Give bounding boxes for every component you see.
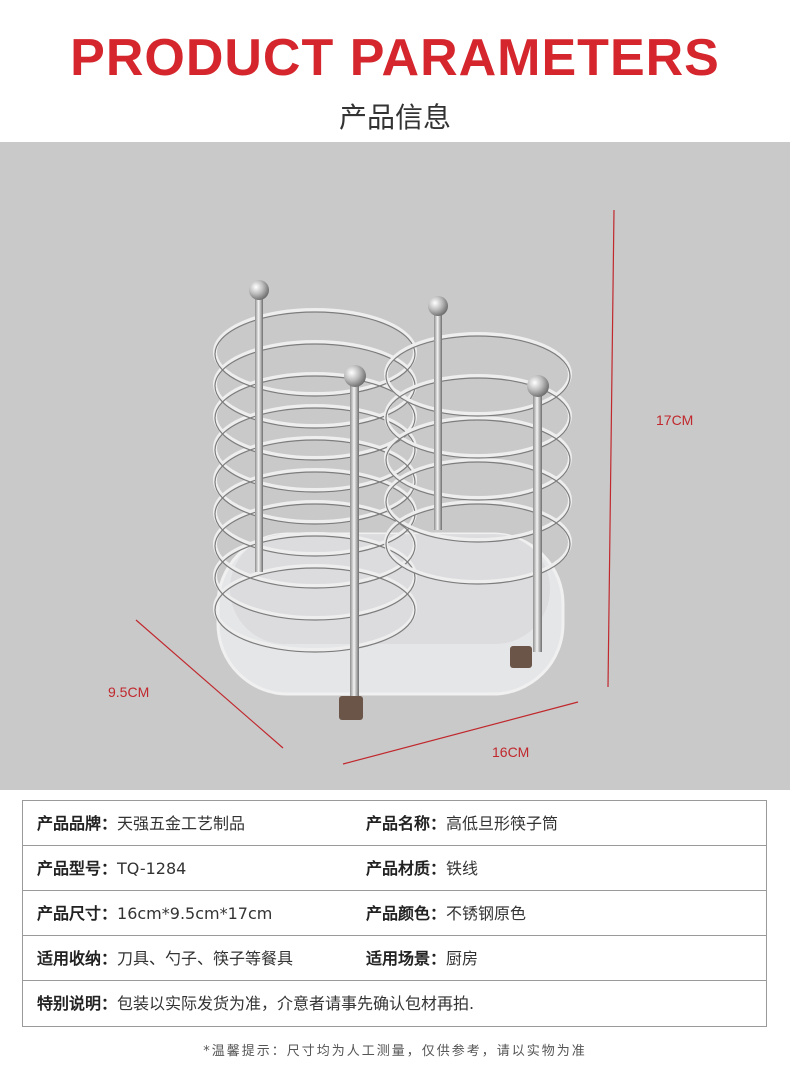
param-key: 产品型号： (37, 859, 118, 878)
param-key: 产品品牌： (37, 814, 118, 833)
param-key: 产品名称： (366, 814, 447, 833)
param-value: 厨房 (446, 949, 479, 968)
product-photo: 17CM 9.5CM 16CM (0, 142, 790, 790)
height-dimension-label: 17CM (656, 412, 694, 428)
table-row: 产品品牌：天强五金工艺制品 产品名称：高低旦形筷子筒 (23, 801, 766, 846)
param-key: 产品尺寸： (37, 904, 118, 923)
footer-note: *温馨提示：尺寸均为人工测量，仅供参考，请以实物为准 (203, 1044, 587, 1059)
param-value: 16cm*9.5cm*17cm (117, 904, 273, 923)
param-key: 适用收纳： (37, 949, 118, 968)
param-special-note: 特别说明：包装以实际发货为准，介意者请事先确认包材再拍. (37, 981, 474, 1026)
param-value: 天强五金工艺制品 (117, 814, 246, 833)
param-storage: 适用收纳：刀具、勺子、筷子等餐具 (37, 936, 293, 981)
depth-dimension-line (135, 619, 284, 749)
param-value: 包装以实际发货为准，介意者请事先确认包材再拍. (117, 994, 475, 1013)
param-value: TQ-1284 (117, 859, 187, 878)
param-color: 产品颜色：不锈钢原色 (366, 891, 526, 936)
param-brand: 产品品牌：天强五金工艺制品 (37, 801, 245, 846)
param-material: 产品材质：铁线 (366, 846, 478, 891)
param-key: 适用场景： (366, 949, 447, 968)
table-row: 特别说明：包装以实际发货为准，介意者请事先确认包材再拍. (23, 981, 766, 1026)
page-title-en: PRODUCT PARAMETERS (70, 29, 720, 87)
param-value: 不锈钢原色 (446, 904, 527, 923)
height-dimension-line (607, 209, 615, 688)
param-key: 产品材质： (366, 859, 447, 878)
product-params-table: 产品品牌：天强五金工艺制品 产品名称：高低旦形筷子筒 产品型号：TQ-1284 … (22, 800, 767, 1027)
width-dimension-line (342, 701, 579, 765)
page-title-cn: 产品信息 (338, 101, 451, 134)
width-dimension-label: 16CM (492, 744, 530, 760)
param-scene: 适用场景：厨房 (366, 936, 478, 981)
param-key: 产品颜色： (366, 904, 447, 923)
param-size: 产品尺寸：16cm*9.5cm*17cm (37, 891, 272, 936)
cutlery-holder-photo-icon (135, 209, 615, 765)
table-row: 产品型号：TQ-1284 产品材质：铁线 (23, 846, 766, 891)
depth-dimension-label: 9.5CM (108, 684, 150, 700)
table-row: 适用收纳：刀具、勺子、筷子等餐具 适用场景：厨房 (23, 936, 766, 981)
param-value: 高低旦形筷子筒 (446, 814, 559, 833)
table-row: 产品尺寸：16cm*9.5cm*17cm 产品颜色：不锈钢原色 (23, 891, 766, 936)
param-model: 产品型号：TQ-1284 (37, 846, 186, 891)
param-product-name: 产品名称：高低旦形筷子筒 (366, 801, 558, 846)
param-value: 刀具、勺子、筷子等餐具 (117, 949, 294, 968)
param-value: 铁线 (446, 859, 479, 878)
param-key: 特别说明： (37, 994, 118, 1013)
